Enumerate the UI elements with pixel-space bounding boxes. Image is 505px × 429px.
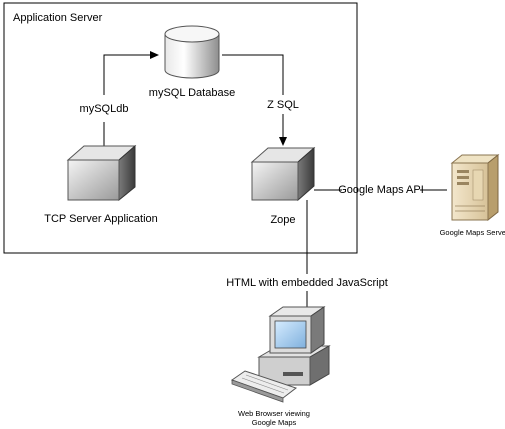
- edge-label-mysqldb: mySQLdb: [80, 103, 129, 115]
- desktop-computer-icon: [230, 306, 331, 403]
- server-box-icon: [250, 146, 316, 202]
- database-cylinder-icon: [164, 25, 220, 79]
- edge-tcp-to-database: mySQLdb: [80, 51, 159, 148]
- web-browser-node: Web Browser viewing Google Maps: [230, 306, 331, 427]
- google-maps-server-label: Google Maps Server: [440, 228, 505, 237]
- tcp-server-node: TCP Server Application: [44, 144, 158, 225]
- zope-node: Zope: [250, 146, 316, 226]
- edge-label-html-javascript: HTML with embedded JavaScript: [226, 277, 388, 289]
- edge-zope-to-browser: HTML with embedded JavaScript: [226, 200, 388, 316]
- database-label: mySQL Database: [149, 87, 235, 99]
- edge-label-zsql: Z SQL: [267, 99, 299, 111]
- database-node: mySQL Database: [149, 25, 235, 99]
- tcp-server-label: TCP Server Application: [44, 213, 158, 225]
- edge-database-to-zope: Z SQL: [222, 54, 299, 146]
- google-maps-server-node: Google Maps Server: [440, 153, 505, 237]
- zope-label: Zope: [270, 214, 295, 226]
- tower-server-icon: [450, 153, 500, 222]
- edge-zope-to-google: Google Maps API: [314, 184, 447, 196]
- server-box-icon: [66, 144, 137, 202]
- web-browser-label-line1: Web Browser viewing: [238, 409, 310, 418]
- edge-label-google-maps-api: Google Maps API: [338, 184, 424, 196]
- container-title: Application Server: [13, 12, 103, 24]
- web-browser-label-line2: Google Maps: [252, 418, 297, 427]
- application-server-boundary: [3, 2, 358, 254]
